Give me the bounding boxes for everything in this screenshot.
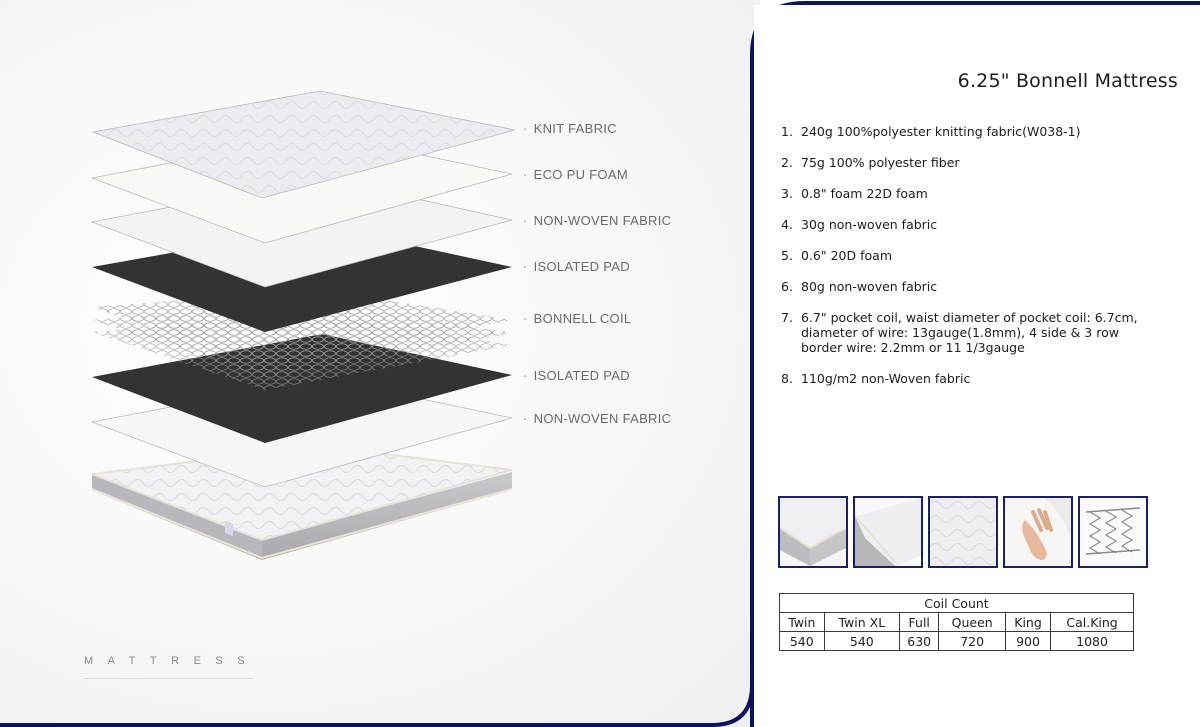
size-cell: Queen [938, 612, 1006, 632]
table-row-counts: 540 540 630 720 900 1080 [779, 631, 1134, 651]
springs-image [1080, 498, 1146, 566]
size-cell: Twin [779, 612, 825, 632]
spec-item: 6.80g non-woven fabric [781, 279, 938, 294]
thumbnail-foam-hand[interactable] [1003, 496, 1073, 568]
size-cell: King [1004, 612, 1052, 632]
mattress-edge-image [855, 498, 921, 566]
layer-label-non-woven-bottom: ·NON-WOVEN FABRIC [523, 411, 672, 426]
layer-label-isolated-pad-top: ·ISOLATED PAD [523, 259, 630, 274]
layer-label-bonnell-coil: ·BONNELL COIL [523, 311, 632, 326]
coil-count-table: Coil Count Twin Twin XL Full Queen King … [779, 593, 1134, 651]
thumbnail-quilted-fabric[interactable] [928, 496, 998, 568]
thumbnail-mattress-edge[interactable] [853, 496, 923, 568]
count-cell: 540 [779, 631, 825, 651]
layer-label-isolated-pad-bottom: ·ISOLATED PAD [523, 368, 630, 383]
spec-item: 8.110g/m2 non-Woven fabric [781, 371, 971, 386]
spec-item: 4.30g non-woven fabric [781, 217, 938, 232]
layer-bonnell-coil [92, 290, 512, 390]
spec-item: 5.0.6" 20D foam [781, 248, 892, 263]
spec-list: 1.240g 100%polyester knitting fabric(W03… [781, 124, 1151, 386]
coil-count-title: Coil Count [779, 593, 1134, 613]
brand-word: MATTRESS [84, 655, 260, 667]
count-cell: 630 [899, 631, 940, 651]
size-cell: Full [899, 612, 940, 632]
layer-knit-fabric [91, 90, 516, 199]
layer-label-non-woven-top: ·NON-WOVEN FABRIC [523, 213, 672, 228]
foam-hand-image [1005, 498, 1071, 566]
layer-label-knit-fabric: ·KNIT FABRIC [523, 121, 617, 136]
quilted-fabric-image [930, 498, 996, 566]
thumbnail-mattress-corner[interactable] [778, 496, 848, 568]
spec-item: 1.240g 100%polyester knitting fabric(W03… [781, 124, 1081, 139]
thumbnail-strip [778, 496, 1148, 568]
count-cell: 900 [1004, 631, 1052, 651]
spec-item: 3.0.8" foam 22D foam [781, 186, 928, 201]
table-row-sizes: Twin Twin XL Full Queen King Cal.King [779, 612, 1134, 632]
spec-item: 2.75g 100% polyester fiber [781, 155, 960, 170]
mattress-layers-diagram [90, 90, 516, 560]
count-cell: 720 [938, 631, 1006, 651]
mattress-corner-image [780, 498, 846, 566]
base-mattress [91, 444, 513, 560]
layer-label-eco-pu-foam: ·ECO PU FOAM [523, 167, 628, 182]
product-title: 6.25" Bonnell Mattress [957, 70, 1178, 92]
brand-underline [84, 678, 254, 679]
thumbnail-springs[interactable] [1078, 496, 1148, 568]
size-cell: Twin XL [823, 612, 901, 632]
count-cell: 540 [823, 631, 901, 651]
size-cell: Cal.King [1050, 612, 1134, 632]
count-cell: 1080 [1050, 631, 1134, 651]
spec-item: 7.6.7" pocket coil, waist diameter of po… [781, 310, 1138, 355]
